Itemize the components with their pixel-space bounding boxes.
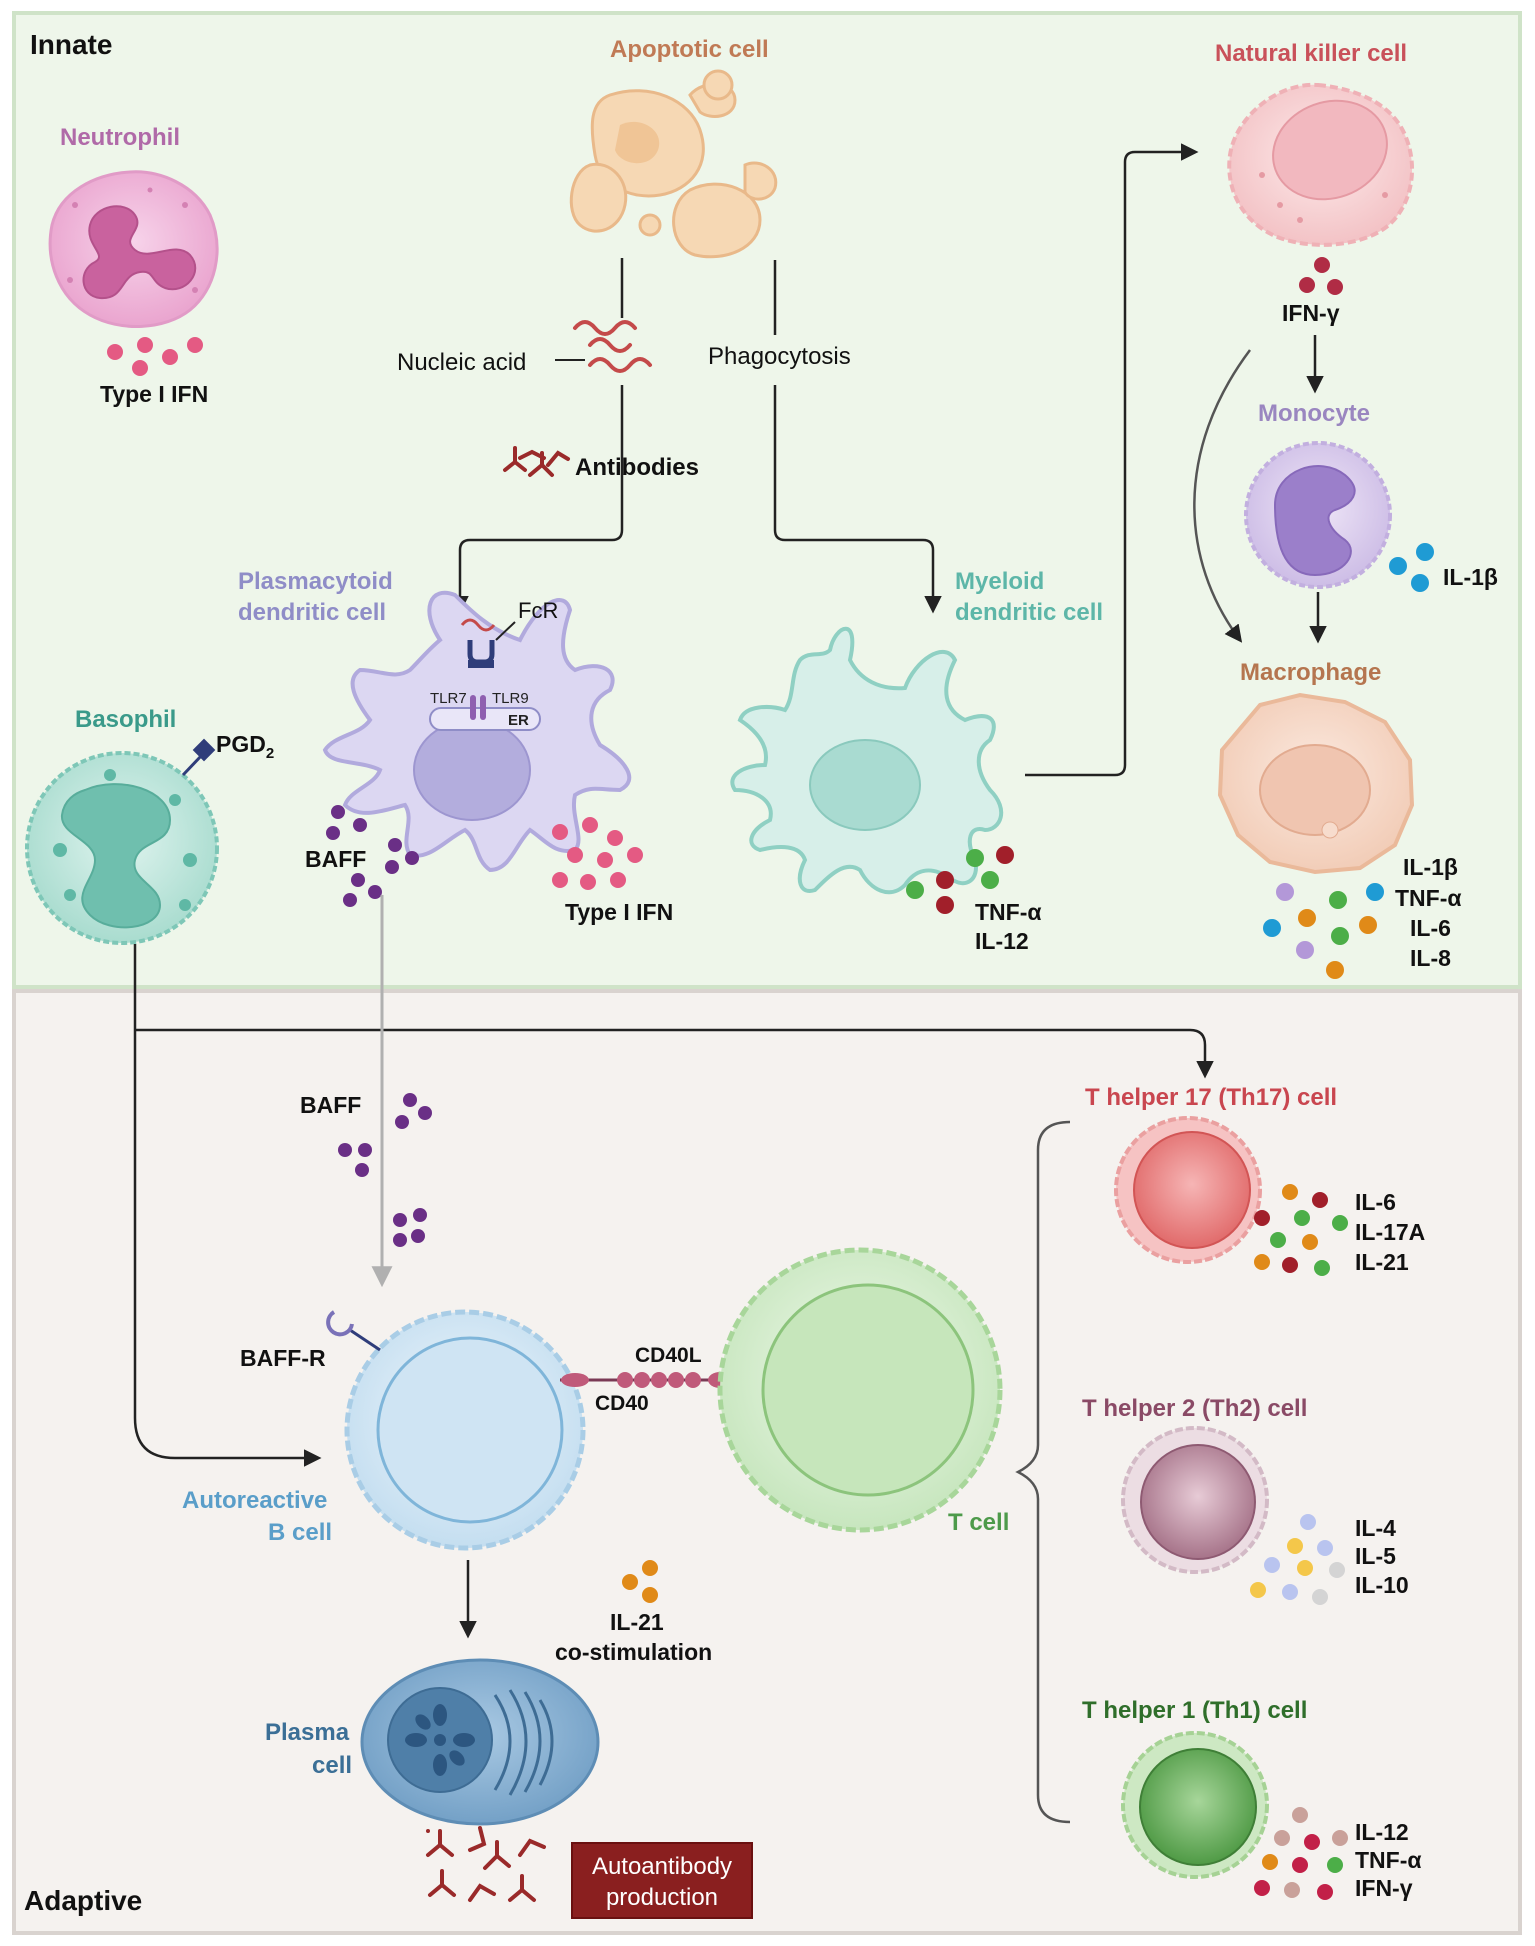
baffr-label: BAFF-R — [240, 1345, 326, 1371]
autoantibody-icon — [426, 1826, 546, 1902]
plasma-label-line2: cell — [312, 1752, 352, 1779]
nucleic-acid-label: Nucleic acid — [397, 349, 526, 376]
baff-mid-dots-icon — [338, 1093, 432, 1247]
tcell-label: T cell — [948, 1509, 1009, 1536]
neutrophil-ifn-label: Type I IFN — [100, 381, 208, 407]
nk-cell-label: Natural killer cell — [1215, 40, 1407, 67]
adaptive-title: Adaptive — [24, 1885, 142, 1916]
neutrophil-cytokine-dots-icon — [107, 337, 203, 376]
nucleic-acid-icon — [573, 320, 652, 373]
th17-cytokine-dots-icon — [1254, 1184, 1348, 1276]
th2-label: T helper 2 (Th2) cell — [1082, 1395, 1307, 1422]
nk-cell-icon — [1227, 82, 1414, 247]
monocyte-label: Monocyte — [1258, 400, 1370, 427]
monocyte-il1b-label: IL-1β — [1443, 564, 1498, 590]
macrophage-cytokine-dots-icon — [1263, 883, 1384, 979]
innate-title: Innate — [30, 29, 112, 60]
plasma-cell-icon — [360, 1658, 600, 1826]
tlr7-label: TLR7 — [430, 690, 467, 707]
th17-cell-icon — [1114, 1116, 1262, 1264]
bcell-label-line1: Autoreactive — [182, 1487, 327, 1514]
macrophage-cell-icon — [1217, 692, 1415, 875]
pdc-cell-icon — [322, 590, 632, 873]
mdc-label-line1: Myeloid — [955, 568, 1044, 595]
pdc-baff-label: BAFF — [305, 846, 366, 872]
th17-c2-label: IL-17A — [1355, 1219, 1425, 1245]
pdc-ifn-label: Type I IFN — [565, 899, 673, 925]
cd40-label: CD40 — [595, 1392, 649, 1415]
monocyte-cell-icon — [1244, 441, 1392, 589]
mdc-cytokine-dots-icon — [906, 846, 1014, 914]
antibodies-icon — [503, 446, 570, 477]
baff-mid-label: BAFF — [300, 1092, 361, 1118]
pdc-label-line2: dendritic cell — [238, 599, 386, 626]
neutrophil-label: Neutrophil — [60, 124, 180, 151]
th2-c2-label: IL-5 — [1355, 1543, 1396, 1569]
autoantibody-box — [571, 1842, 753, 1919]
pgd2-main: PGD — [216, 731, 266, 757]
th2-c3-label: IL-10 — [1355, 1572, 1409, 1598]
neutrophil-cell-icon — [48, 170, 219, 328]
th17-c1-label: IL-6 — [1355, 1189, 1396, 1215]
nk-ifn-label: IFN-γ — [1282, 300, 1340, 326]
macrophage-c4-label: IL-8 — [1410, 945, 1451, 971]
tcell-icon — [717, 1247, 1003, 1533]
phagocytosis-label: Phagocytosis — [708, 343, 851, 370]
costim-label: co-stimulation — [555, 1639, 712, 1665]
pdc-label-line1: Plasmacytoid — [238, 568, 393, 595]
th1-cell-icon — [1121, 1731, 1269, 1879]
nucleic-to-pdc-arrow — [451, 529, 624, 614]
fcr-pointer — [495, 621, 516, 641]
mdc-to-nk-arrow — [1025, 143, 1199, 777]
er-label: ER — [508, 712, 529, 729]
plasma-label-line1: Plasma — [265, 1719, 350, 1746]
mdc-cell-icon — [730, 626, 1004, 895]
antibodies-label: Antibodies — [575, 454, 699, 481]
th2-c1-label: IL-4 — [1355, 1515, 1396, 1541]
ifn-to-macrophage-arrow — [1193, 349, 1252, 643]
pdc-baff-dots-icon — [326, 805, 419, 907]
pdc-ifn-dots-icon — [552, 817, 643, 890]
macrophage-c3-label: IL-6 — [1410, 915, 1451, 941]
mdc-c1-label: TNF-α — [975, 899, 1042, 925]
apoptotic-cell-label: Apoptotic cell — [610, 36, 769, 63]
autoantibody-label-line2: production — [606, 1884, 718, 1911]
basophil-label: Basophil — [75, 706, 176, 733]
il21-label: IL-21 — [610, 1609, 664, 1635]
macrophage-label: Macrophage — [1240, 659, 1381, 686]
fcr-label: FcR — [518, 598, 558, 623]
th2-cell-icon — [1121, 1426, 1269, 1574]
mdc-c2-label: IL-12 — [975, 928, 1029, 954]
th2-cytokine-dots-icon — [1250, 1514, 1345, 1605]
basophil-to-bcell-arrow — [133, 944, 322, 1467]
apoptotic-cell-icon — [569, 69, 778, 259]
baffr-receptor-icon — [326, 1310, 381, 1352]
th1-c1-label: IL-12 — [1355, 1819, 1409, 1845]
bcell-icon — [344, 1309, 586, 1551]
basophil-to-th17-arrow — [135, 1028, 1214, 1079]
il21-dots-icon — [622, 1560, 658, 1603]
mdc-label-line2: dendritic cell — [955, 599, 1103, 626]
macrophage-c2-label: TNF-α — [1395, 885, 1462, 911]
th1-cytokine-dots-icon — [1254, 1807, 1348, 1900]
autoantibody-label-line1: Autoantibody — [592, 1853, 732, 1880]
tlr9-label: TLR9 — [492, 690, 529, 707]
phagocytosis-to-mdc-arrow — [773, 385, 942, 614]
monocyte-cytokine-dots-icon — [1389, 543, 1434, 592]
th1-c3-label: IFN-γ — [1355, 1875, 1413, 1901]
th1-label: T helper 1 (Th1) cell — [1082, 1697, 1307, 1724]
th17-c3-label: IL-21 — [1355, 1249, 1409, 1275]
basophil-cell-icon — [25, 751, 219, 945]
th17-label: T helper 17 (Th17) cell — [1085, 1084, 1337, 1111]
pgd2-subscript: 2 — [266, 745, 274, 762]
th1-c2-label: TNF-α — [1355, 1847, 1422, 1873]
nk-cytokine-dots-icon — [1299, 257, 1343, 295]
t-helper-bracket — [1015, 1120, 1071, 1824]
cd40l-label: CD40L — [635, 1344, 702, 1367]
macrophage-c1-label: IL-1β — [1403, 854, 1458, 880]
bcell-label-line2: B cell — [268, 1519, 332, 1546]
pgd2-label: PGD2 — [216, 731, 274, 762]
